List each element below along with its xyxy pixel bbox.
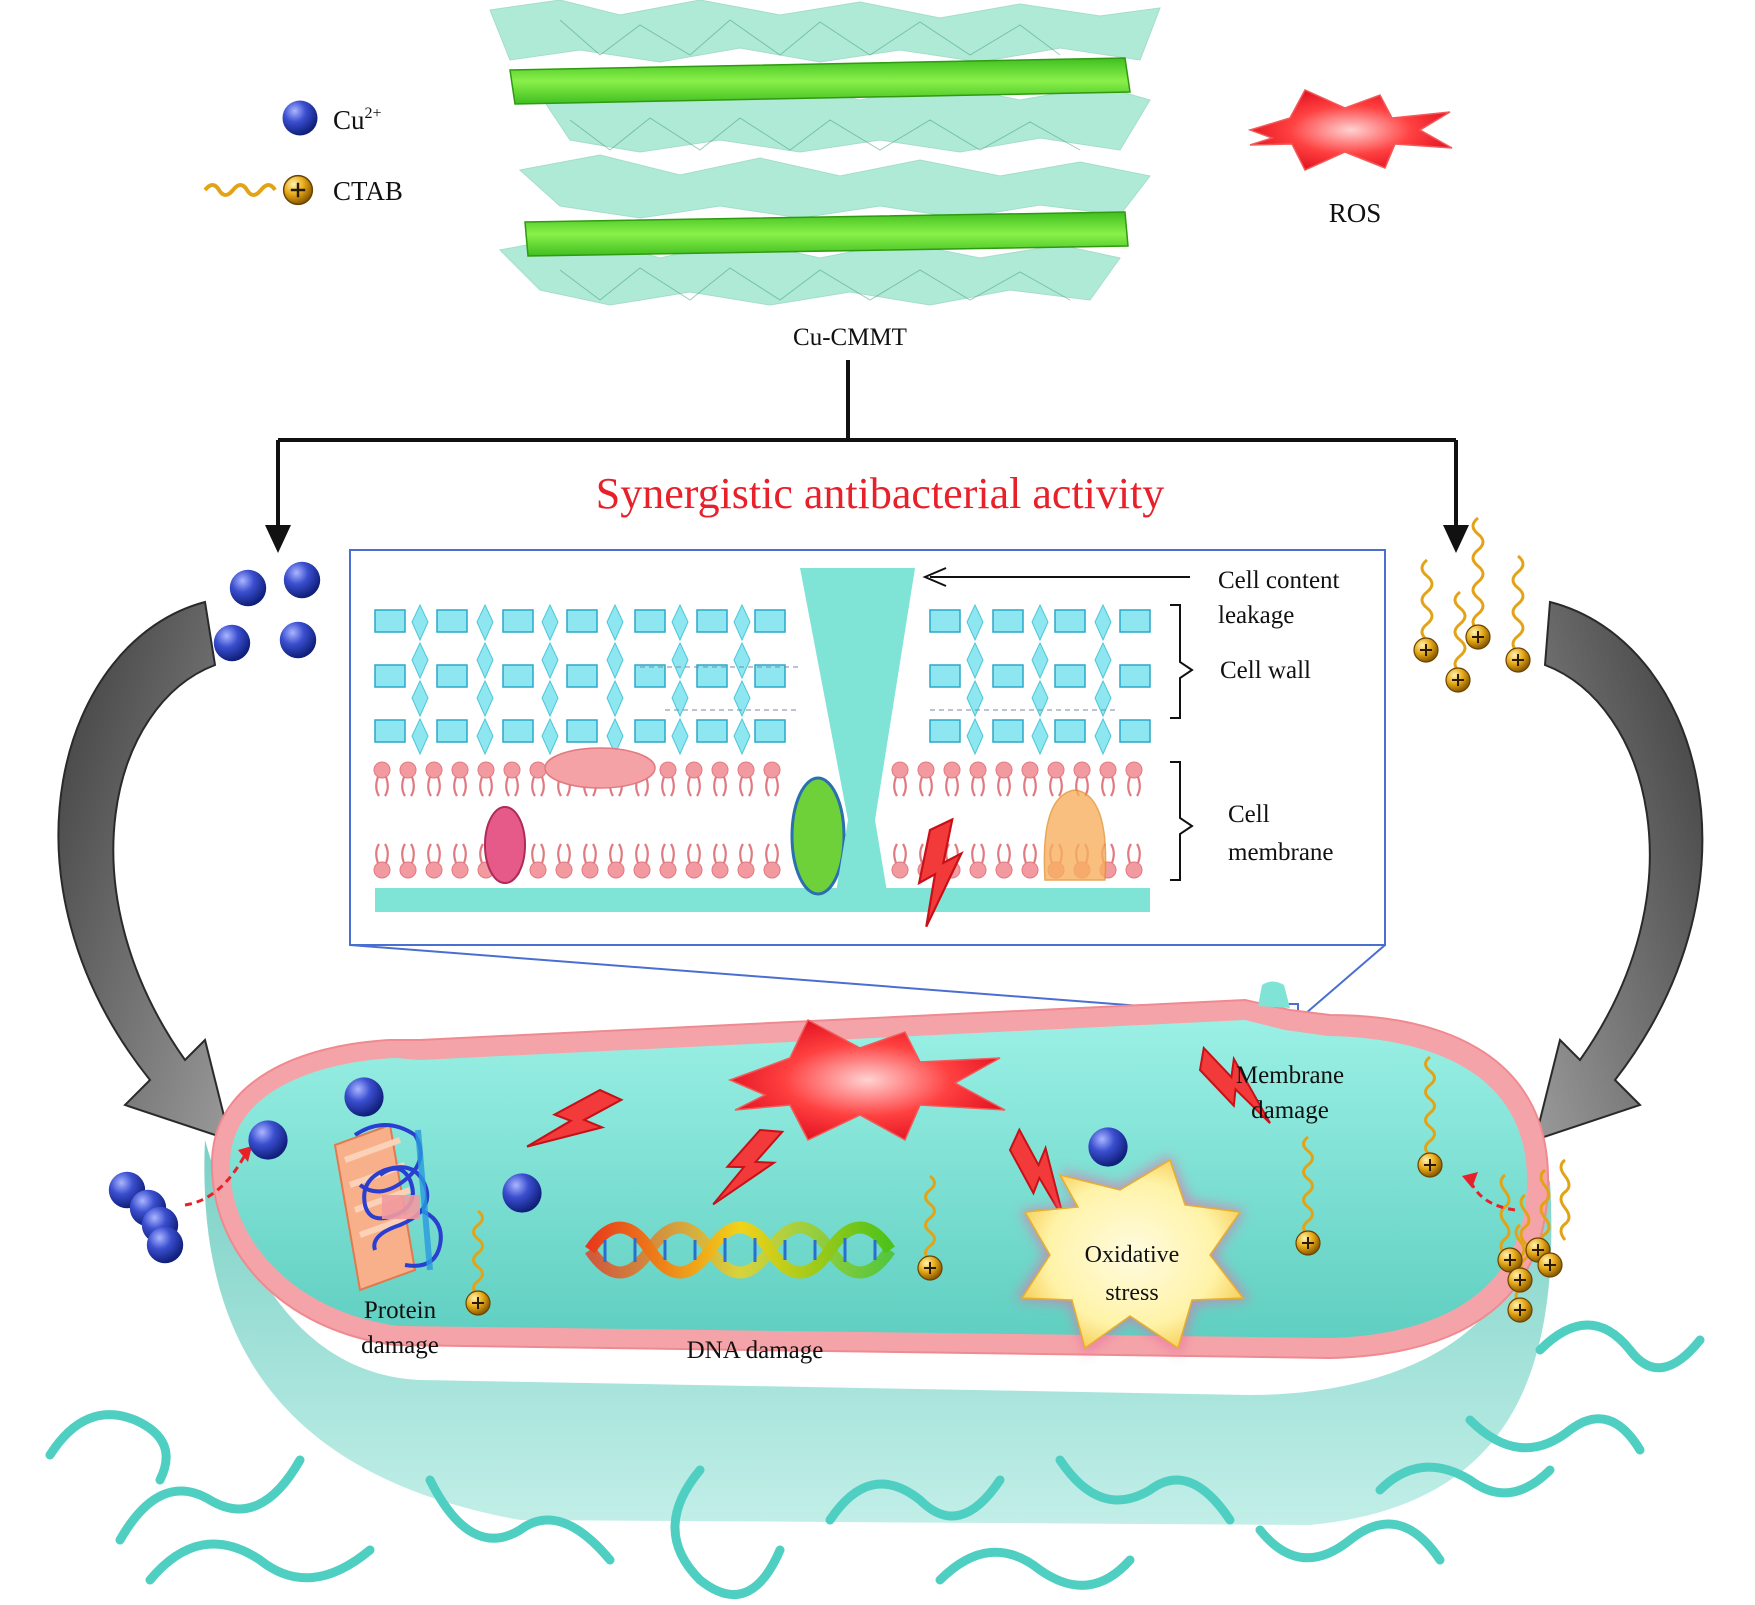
cu-ion-entry-cluster: [108, 1146, 252, 1264]
protein-icon: [333, 1123, 443, 1292]
cytoplasm-strip: [375, 888, 1150, 912]
protein-damage-label-2: damage: [361, 1332, 439, 1359]
cell-membrane-label-2: membrane: [1228, 839, 1334, 866]
channel-protein-green: [790, 776, 846, 896]
membrane-leak-bump: [1258, 981, 1290, 1008]
ros-legend-icon: [1247, 89, 1453, 171]
cu-legend-label: Cu2+: [333, 105, 382, 135]
cell-wall-label: Cell wall: [1220, 657, 1311, 684]
leakage-label-2: leakage: [1218, 602, 1294, 629]
oxidative-stress-burst-icon: [1015, 1155, 1250, 1355]
ctab-legend-label: CTAB: [333, 176, 403, 206]
leakage-label-1: Cell content: [1218, 567, 1340, 594]
left-curved-arrow-icon: [57, 600, 232, 1142]
surface-protein: [544, 747, 656, 789]
ros-burst-icon: [727, 1018, 1006, 1142]
cell-membrane-label-1: Cell: [1228, 801, 1270, 828]
split-connector: [276, 360, 1458, 525]
cell-membrane-brace: [1170, 761, 1194, 881]
cell-envelope-inset: [349, 549, 1386, 946]
right-curved-arrow-icon: [1533, 600, 1704, 1142]
membrane-damage-label-2: damage: [1251, 1097, 1329, 1124]
arrow-to-ctab-icon: [1443, 525, 1469, 553]
cell-wall-brace: [1170, 604, 1194, 719]
ctab-entry-cluster: [1462, 1158, 1571, 1324]
cu-cmmt-layered-clay: [489, 0, 1161, 306]
channel-protein-pink: [484, 806, 526, 884]
ctab-cluster: [1412, 516, 1532, 694]
cu-cmmt-label: Cu-CMMT: [793, 324, 907, 351]
oxidative-stress-label-1: Oxidative: [1085, 1242, 1180, 1268]
oxidative-stress-label-2: stress: [1105, 1280, 1158, 1306]
membrane-damage-label-1: Membrane: [1236, 1062, 1344, 1089]
cell-wall-peptidoglycan: [374, 609, 1151, 743]
ctab-intracellular: [464, 1055, 1444, 1317]
dna-damage-label: DNA damage: [687, 1337, 824, 1364]
diagram-title: Synergistic antibacterial activity: [596, 469, 1165, 518]
arrow-to-cu-icon: [265, 525, 291, 553]
protein-damage-label-1: Protein: [364, 1297, 437, 1324]
legend: Cu2+ CTAB ROS: [203, 89, 1453, 228]
dna-helix-icon: [585, 1221, 895, 1279]
leakage-channel: [800, 568, 915, 898]
cu-ion-legend-icon: [282, 100, 318, 136]
channel-protein-orange: [1043, 789, 1107, 881]
cell-wall-diamonds: [411, 603, 1112, 755]
ros-legend-label: ROS: [1329, 198, 1382, 228]
flagella: [45, 1320, 1705, 1599]
ctab-legend-icon: [203, 174, 314, 206]
cu-ion-cluster: [213, 561, 321, 662]
